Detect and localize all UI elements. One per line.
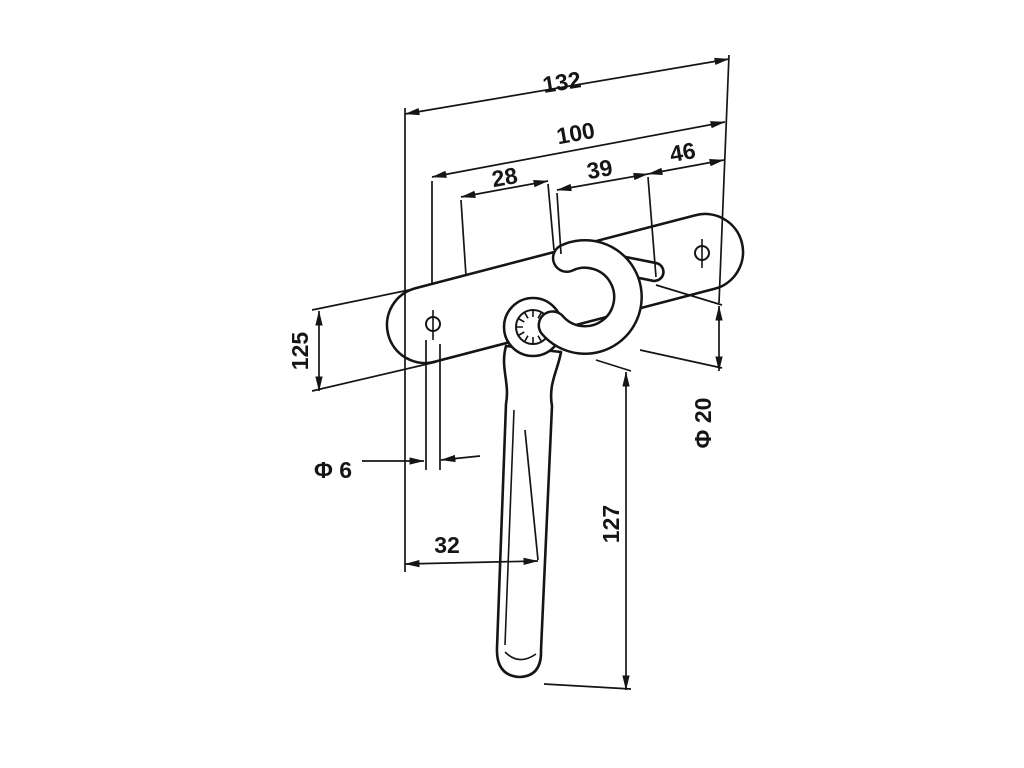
dimension-46: 46 [647, 137, 725, 175]
dimensions: 132 100 28 39 46 125 Φ 6 [287, 57, 730, 691]
dimension-32: 32 [404, 532, 539, 568]
extension-lines [311, 54, 730, 690]
dimension-46-label: 46 [668, 137, 698, 167]
dimension-127-label: 127 [598, 505, 624, 543]
handle-detail-lines [504, 409, 537, 661]
dimension-39-label: 39 [585, 154, 615, 184]
dimension-28-label: 28 [490, 162, 520, 192]
dimension-125-label: 125 [287, 332, 313, 371]
dimension-127: 127 [598, 371, 630, 691]
dimension-28: 28 [460, 162, 549, 198]
dimension-dia20-label: Φ 20 [690, 398, 716, 449]
hook-fill [540, 241, 641, 353]
dimension-125: 125 [287, 310, 323, 392]
dimension-132: 132 [404, 57, 730, 116]
lever-handle [495, 344, 563, 679]
dimension-dia20: Φ 20 [690, 305, 723, 449]
dimension-32-label: 32 [434, 532, 460, 558]
dimension-dia6-label: Φ 6 [314, 457, 352, 483]
dimension-39: 39 [556, 154, 649, 192]
plate-hole-right [694, 239, 710, 268]
dimension-132-label: 132 [541, 66, 583, 98]
dimension-dia6: Φ 6 [314, 454, 481, 483]
dimension-100-label: 100 [554, 117, 596, 149]
plate-hole-left [425, 310, 441, 340]
